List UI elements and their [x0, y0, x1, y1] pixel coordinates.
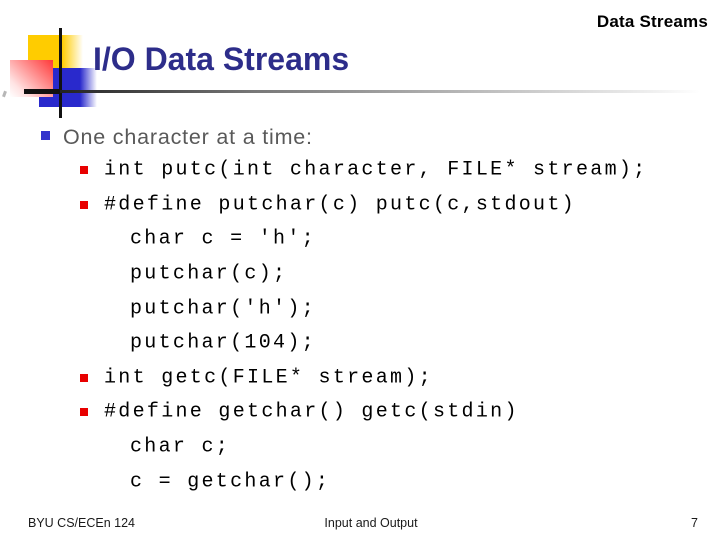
- code-line: #define putchar(c) putc(c,stdout): [0, 188, 720, 223]
- code-line-text: int getc(FILE* stream);: [104, 366, 433, 390]
- footer-section-label: Input and Output: [324, 516, 418, 530]
- code-line: putchar(c);: [0, 257, 720, 292]
- code-line: c = getchar();: [0, 464, 720, 499]
- code-line: putchar(104);: [0, 326, 720, 361]
- red-square-bullet-icon: [80, 166, 88, 175]
- code-line: char c;: [0, 430, 720, 465]
- logo-blue-square: [53, 68, 80, 107]
- page-title: I/O Data Streams: [93, 41, 350, 77]
- stray-mark: [2, 90, 7, 98]
- code-line-text: char c = 'h';: [130, 227, 316, 251]
- logo-vertical-line: [59, 28, 62, 118]
- logo-horizontal-line: [24, 89, 62, 94]
- footer-course-label: BYU CS/ECEn 124: [28, 516, 135, 530]
- code-line: #define getchar() getc(stdin): [0, 395, 720, 430]
- code-line-text: #define putchar(c) putc(c,stdout): [104, 193, 576, 217]
- slide-number: 7: [691, 516, 698, 530]
- code-line-text: putchar(c);: [130, 262, 288, 286]
- code-line-text: putchar(104);: [130, 331, 316, 355]
- code-line: putchar('h');: [0, 291, 720, 326]
- logo-blue-fade: [80, 68, 97, 107]
- logo-blue-small-square: [39, 97, 54, 107]
- code-line-text: c = getchar();: [130, 470, 331, 494]
- code-line-text: putchar('h');: [130, 297, 316, 321]
- blue-square-bullet-icon: [41, 131, 50, 140]
- level1-bullet-label: One character at a time:: [63, 125, 313, 149]
- red-square-bullet-icon: [80, 408, 88, 417]
- decorative-squares-logo: [0, 0, 130, 130]
- red-square-bullet-icon: [80, 373, 88, 382]
- code-line: int putc(int character, FILE* stream);: [0, 153, 720, 188]
- code-line-text: #define getchar() getc(stdin): [104, 400, 519, 424]
- code-line-text: char c;: [130, 435, 231, 459]
- title-divider-rule: [60, 90, 700, 93]
- code-line-text: int putc(int character, FILE* stream);: [104, 158, 648, 182]
- slide-header-label: Data Streams: [596, 12, 708, 31]
- code-line: char c = 'h';: [0, 222, 720, 257]
- logo-yellow-fade: [62, 35, 83, 68]
- code-line: int getc(FILE* stream);: [0, 361, 720, 396]
- red-square-bullet-icon: [80, 200, 88, 209]
- code-block: int putc(int character, FILE* stream); #…: [0, 153, 720, 499]
